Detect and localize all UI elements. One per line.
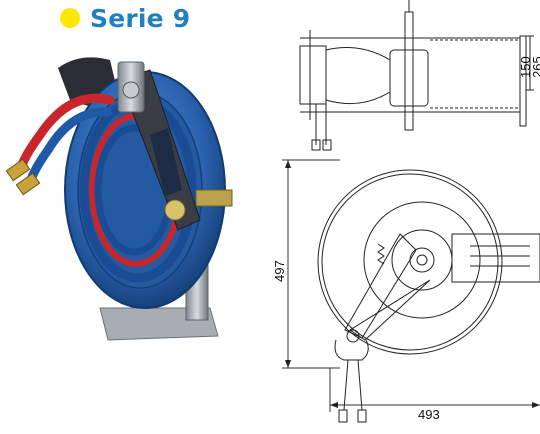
dimension-lines	[282, 159, 540, 412]
dimension-497: 497	[272, 260, 287, 282]
hose-reel-photo	[5, 57, 233, 341]
dimension-150: 150	[518, 56, 533, 78]
dimension-493: 493	[418, 407, 440, 422]
title-row: Serie 9	[60, 1, 190, 35]
top-view	[299, 0, 534, 151]
side-view	[317, 169, 540, 423]
dimension-265: 265	[530, 56, 540, 78]
yellow-bullet-icon	[60, 8, 80, 28]
technical-drawing: 150 265 497 493	[272, 0, 540, 423]
product-title: Serie 9	[90, 3, 191, 33]
